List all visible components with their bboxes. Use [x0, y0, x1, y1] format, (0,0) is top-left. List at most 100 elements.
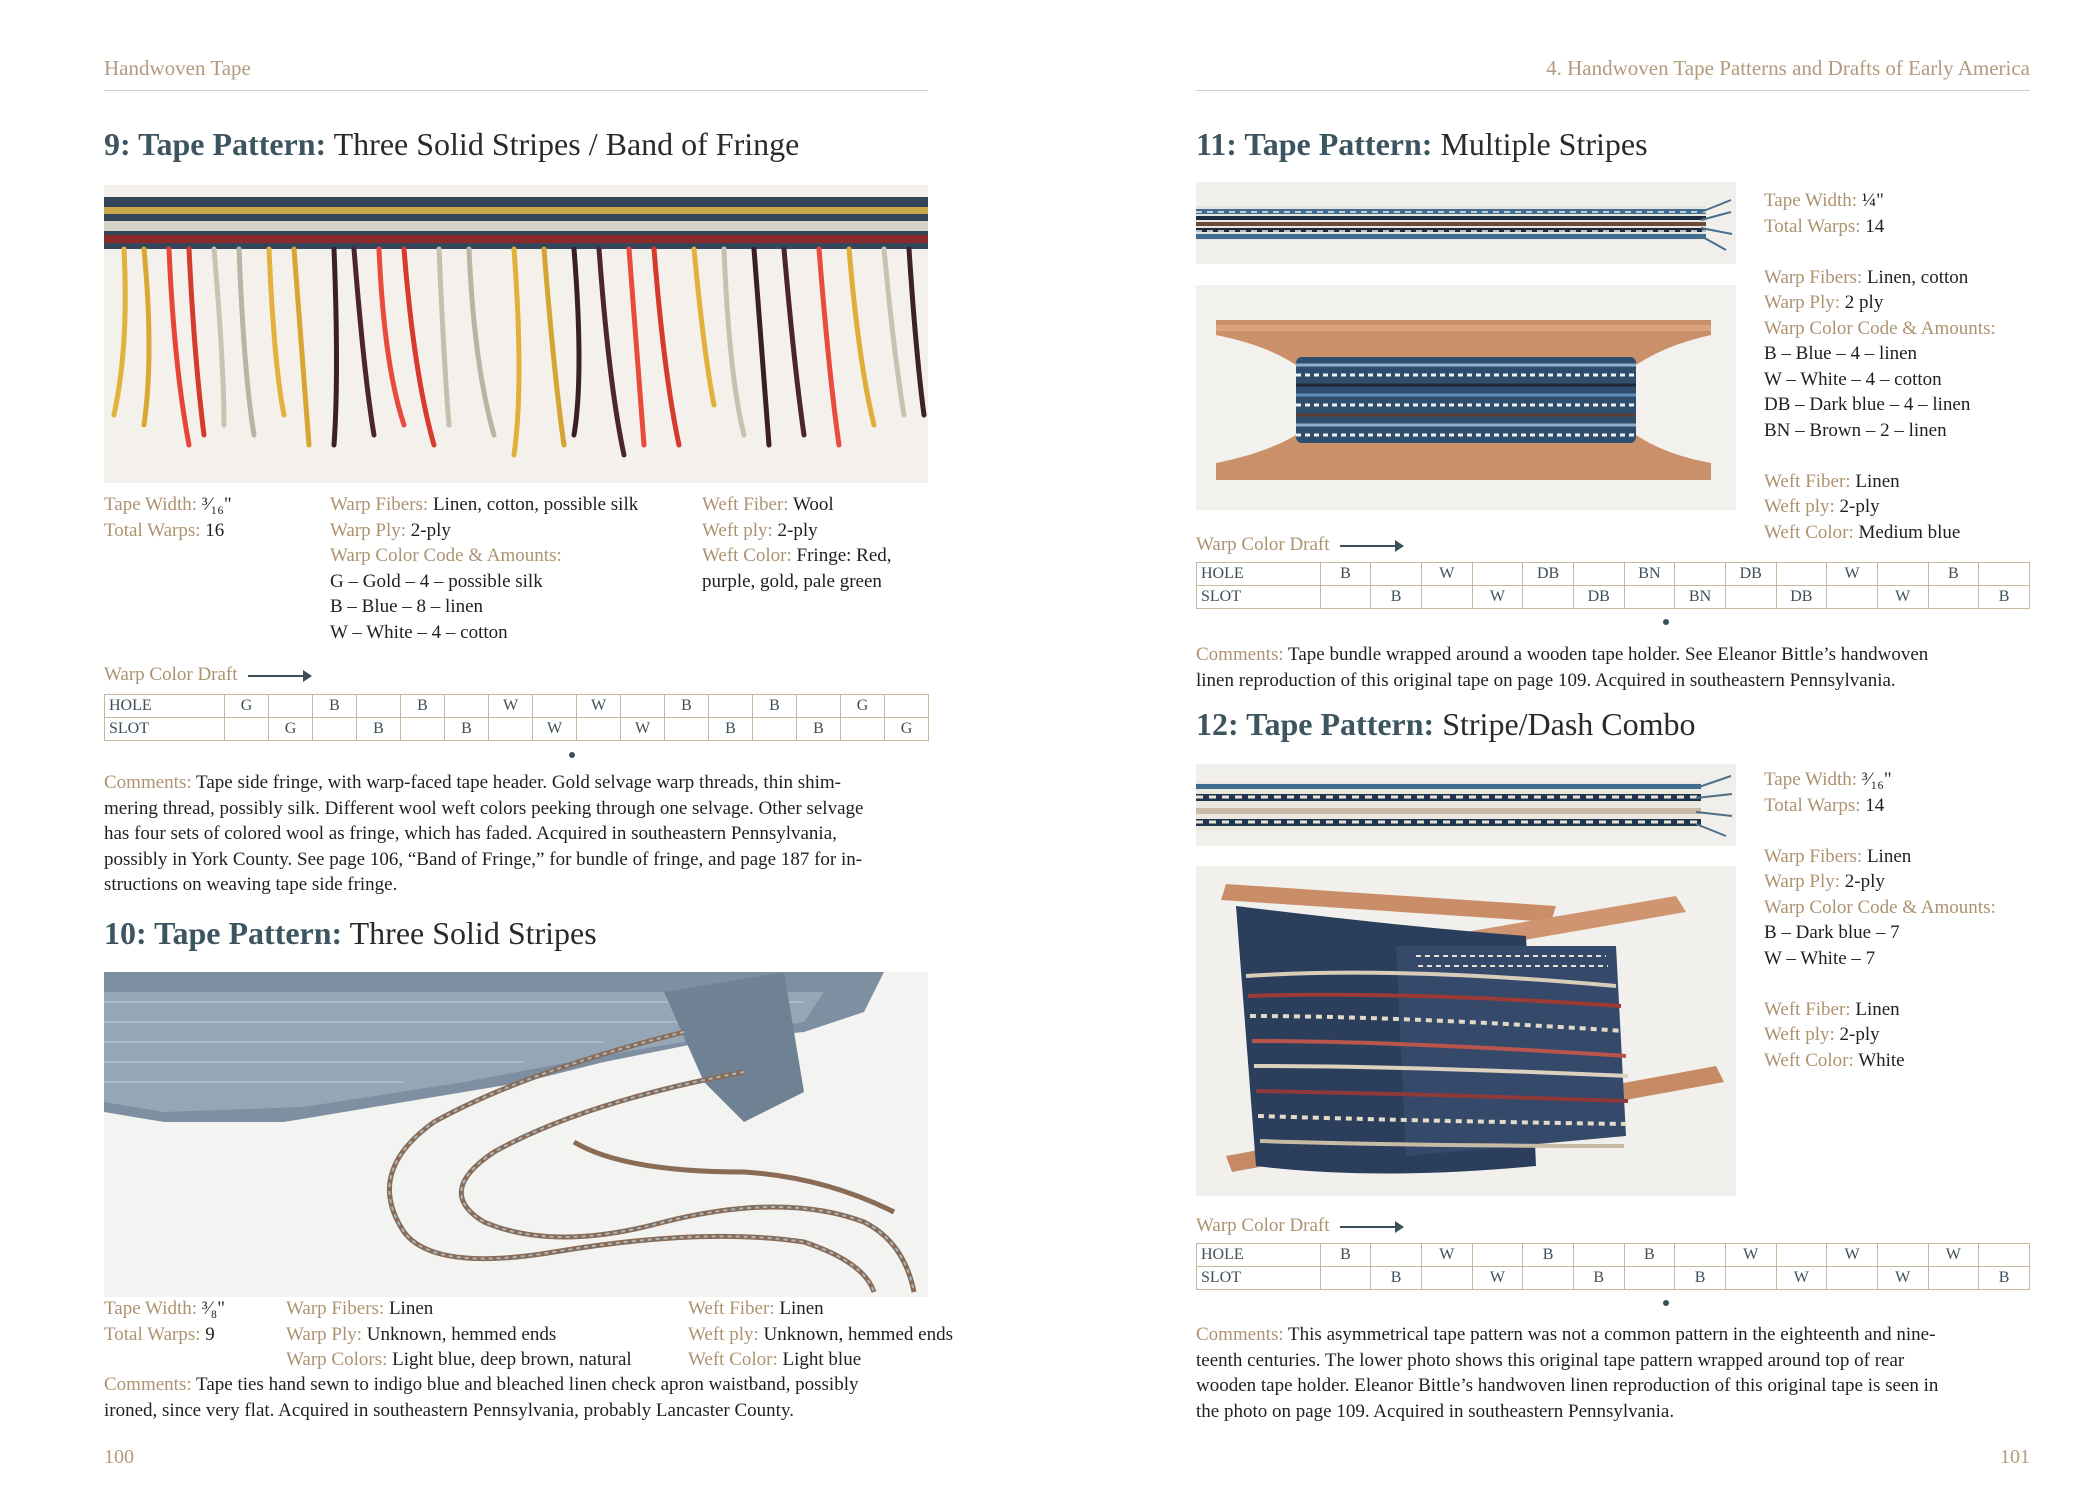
draft-center-dot — [569, 752, 575, 758]
draft-cell: DB — [1724, 562, 1777, 586]
draft-cell: B — [312, 694, 357, 718]
fringe-photo — [104, 185, 928, 483]
draft-row-label: SLOT — [1196, 585, 1321, 609]
draft-cell: B — [1370, 1266, 1422, 1290]
pattern-9-title: 9: Tape Pattern: Three Solid Stripes / B… — [104, 126, 799, 163]
draft-cell — [1471, 1243, 1524, 1267]
draft-cell: B — [1319, 562, 1372, 586]
draft-cell: W — [1471, 585, 1524, 609]
draft-cell: W — [620, 717, 665, 741]
arrow-right-icon — [247, 669, 312, 682]
draft-cell: W — [1927, 1243, 1980, 1267]
pattern-9-comments: Comments: Tape side fringe, with warp-fa… — [104, 772, 864, 895]
draft-cell — [1572, 562, 1625, 586]
pattern-12-number: 12: Tape Pattern: — [1196, 706, 1435, 742]
draft-cell — [1724, 585, 1777, 609]
draft-cell — [444, 694, 489, 718]
header-rule-left — [104, 90, 928, 91]
draft-cell — [1927, 585, 1980, 609]
draft-cell — [488, 717, 533, 741]
draft-cell — [1572, 1243, 1625, 1267]
draft-center-dot — [1663, 1300, 1669, 1306]
draft-cell: W — [1876, 585, 1929, 609]
draft-cell — [1522, 585, 1574, 609]
draft-cell: B — [664, 694, 709, 718]
draft-cell: B — [708, 717, 753, 741]
draft-cell — [1319, 585, 1372, 609]
draft-cell — [1876, 1243, 1929, 1267]
draft-cell — [576, 717, 621, 741]
running-head-right: 4. Handwoven Tape Patterns and Drafts of… — [1546, 56, 2030, 80]
draft-cell: BN — [1674, 585, 1726, 609]
pattern-12-name: Stripe/Dash Combo — [1442, 706, 1696, 742]
draft-cell — [884, 694, 929, 718]
draft-cell — [1775, 562, 1828, 586]
draft-cell — [1623, 585, 1676, 609]
draft-cell: W — [1471, 1266, 1524, 1290]
draft-center-dot — [1663, 619, 1669, 625]
pattern-9-col1: Tape Width: ³⁄₁₆" Total Warps: 16 — [104, 494, 232, 541]
draft-row-label: HOLE — [1196, 1243, 1321, 1267]
draft-cell: W — [1876, 1266, 1929, 1290]
draft-row-label: SLOT — [104, 717, 225, 741]
multiple-stripes-tape-photo — [1196, 182, 1736, 264]
pattern-12-specs: Tape Width: ³⁄₁₆" Total Warps: 14 Warp F… — [1764, 769, 1996, 1071]
draft-cell: B — [1674, 1266, 1726, 1290]
draft-cell: B — [752, 694, 797, 718]
draft-cell — [400, 717, 445, 741]
draft-cell — [1471, 562, 1524, 586]
stripe-dash-tape-photo — [1196, 764, 1736, 846]
draft-cell: G — [884, 717, 929, 741]
draft-cell — [268, 694, 313, 718]
draft-cell: W — [532, 717, 577, 741]
draft-cell — [356, 694, 401, 718]
pattern-10-col1: Tape Width: ³⁄₈" Total Warps: 9 — [104, 1298, 226, 1345]
draft-cell: W — [1724, 1243, 1777, 1267]
draft-cell — [1826, 585, 1878, 609]
draft-cell — [1826, 1266, 1878, 1290]
page-number-left: 100 — [104, 1446, 134, 1468]
pattern-11-comments: Comments: Tape bundle wrapped around a w… — [1196, 644, 1929, 691]
right-page: 4. Handwoven Tape Patterns and Drafts of… — [1050, 0, 2100, 1500]
draft-cell — [664, 717, 709, 741]
header-rule-right — [1196, 90, 2030, 91]
draft-cell — [840, 717, 885, 741]
draft-cell: B — [444, 717, 489, 741]
draft-cell: DB — [1572, 585, 1625, 609]
draft-cell: W — [1775, 1266, 1828, 1290]
draft-cell — [224, 717, 269, 741]
draft-cell: G — [840, 694, 885, 718]
pattern-9-number: 9: Tape Pattern: — [104, 126, 327, 162]
pattern-10-col3: Weft Fiber: Linen Weft ply: Unknown, hem… — [688, 1298, 953, 1370]
pattern-10-col2: Warp Fibers: Linen Warp Ply: Unknown, he… — [286, 1298, 632, 1370]
draft-cell: B — [1370, 585, 1422, 609]
draft-cell — [1927, 1266, 1980, 1290]
draft-cell: W — [1420, 562, 1473, 586]
pattern-11-draft-label: Warp Color Draft — [1196, 534, 1404, 556]
draft-cell — [1724, 1266, 1777, 1290]
pattern-11-title: 11: Tape Pattern: Multiple Stripes — [1196, 126, 1648, 163]
pattern-12-comments: Comments: This asymmetrical tape pattern… — [1196, 1324, 1939, 1422]
pattern-11-name: Multiple Stripes — [1440, 126, 1648, 162]
draft-cell: B — [1927, 562, 1980, 586]
apron-tape-photo — [104, 972, 928, 1297]
running-head-left: Handwoven Tape — [104, 56, 251, 80]
draft-cell: BN — [1623, 562, 1676, 586]
draft-row-label: SLOT — [1196, 1266, 1321, 1290]
draft-cell — [1319, 1266, 1372, 1290]
pattern-10-name: Three Solid Stripes — [349, 915, 597, 951]
draft-row-label: HOLE — [104, 694, 225, 718]
draft-cell: W — [488, 694, 533, 718]
pattern-9-draft-label: Warp Color Draft — [104, 664, 312, 686]
draft-cell — [1522, 1266, 1574, 1290]
draft-cell — [1775, 1243, 1828, 1267]
draft-cell — [1370, 562, 1422, 586]
draft-cell: B — [1319, 1243, 1372, 1267]
draft-cell — [1420, 585, 1473, 609]
page-number-right: 101 — [2000, 1446, 2030, 1468]
pattern-12-draft-label: Warp Color Draft — [1196, 1215, 1404, 1237]
